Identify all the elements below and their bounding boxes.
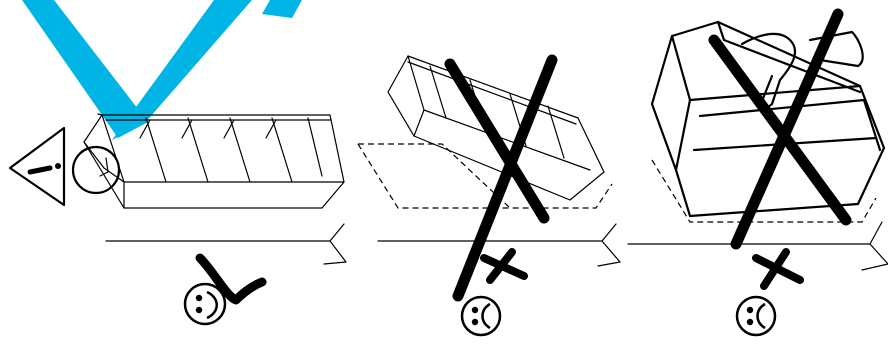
drawer-unit <box>83 113 345 209</box>
watermark <box>22 0 302 140</box>
happy-face-icon <box>183 282 227 326</box>
clock-icon <box>71 145 121 195</box>
floor-line <box>627 221 883 245</box>
panel-lifted <box>627 8 888 337</box>
cross-mark-icon <box>480 248 528 284</box>
floor-line <box>377 223 617 242</box>
watermark-stroke-1 <box>22 0 148 138</box>
panel-tilted <box>357 54 621 337</box>
panel-correct <box>8 113 347 326</box>
floor-line <box>105 223 345 242</box>
cross-mark-icon <box>752 248 804 290</box>
check-mark-icon <box>195 253 267 305</box>
sad-face-icon <box>460 295 502 337</box>
drawer-unit-tilted <box>387 55 605 201</box>
sad-face-icon <box>735 295 777 337</box>
watermark-stroke-3 <box>262 0 302 18</box>
warning-triangle-icon <box>8 126 66 207</box>
watermark-stroke-2 <box>112 0 252 140</box>
